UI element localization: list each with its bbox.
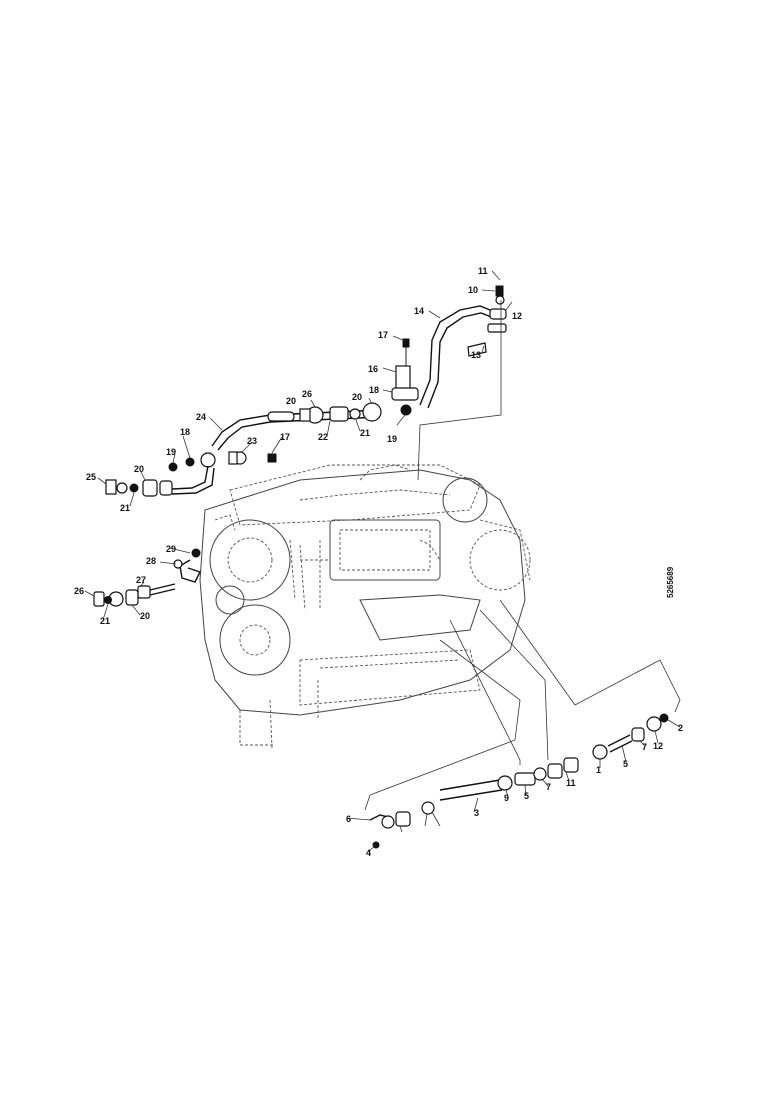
callout-18: 18 xyxy=(180,427,190,437)
callout-26: 26 xyxy=(74,586,84,596)
callout-17: 17 xyxy=(280,432,290,442)
callout-11: 11 xyxy=(566,778,576,788)
callout-20: 20 xyxy=(140,611,150,621)
callout-20: 20 xyxy=(352,392,362,402)
callout-18: 18 xyxy=(369,385,379,395)
left-mid-assembly xyxy=(84,547,201,621)
callout-21: 21 xyxy=(360,428,370,438)
callout-16: 16 xyxy=(368,364,378,374)
callout-10: 10 xyxy=(468,285,478,295)
callout-12: 12 xyxy=(512,311,522,321)
callout-23: 23 xyxy=(247,436,257,446)
callout-28: 28 xyxy=(146,556,156,566)
callout-labels: 11 10 12 14 13 17 16 18 19 20 26 20 22 2… xyxy=(74,266,683,858)
callout-22: 22 xyxy=(318,432,328,442)
drawing-code: 5265689 xyxy=(666,566,675,598)
callout-1: 1 xyxy=(596,765,601,775)
callout-17: 17 xyxy=(378,330,388,340)
callout-4: 4 xyxy=(366,848,371,858)
callout-5: 5 xyxy=(524,791,529,801)
callout-9: 9 xyxy=(504,793,509,803)
upper-pipe-assembly xyxy=(97,270,513,507)
callout-3: 3 xyxy=(474,808,479,818)
callout-19: 19 xyxy=(166,447,176,457)
callout-14: 14 xyxy=(414,306,424,316)
engine-block xyxy=(199,464,531,749)
callout-6: 6 xyxy=(346,814,351,824)
callout-21: 21 xyxy=(100,616,110,626)
callout-26: 26 xyxy=(302,389,312,399)
callout-2: 2 xyxy=(678,723,683,733)
callout-19: 19 xyxy=(387,434,397,444)
callout-25: 25 xyxy=(86,472,96,482)
lower-pipe-assembly xyxy=(346,599,681,853)
callout-29: 29 xyxy=(166,544,176,554)
callout-24: 24 xyxy=(196,412,206,422)
callout-20: 20 xyxy=(286,396,296,406)
callout-12: 12 xyxy=(653,741,663,751)
callout-7: 7 xyxy=(546,782,551,792)
callout-21: 21 xyxy=(120,503,130,513)
callout-7: 7 xyxy=(642,742,647,752)
callout-20: 20 xyxy=(134,464,144,474)
callout-5: 5 xyxy=(623,759,628,769)
callout-11: 11 xyxy=(478,266,488,276)
callout-27: 27 xyxy=(136,575,146,585)
callout-13: 13 xyxy=(471,350,481,360)
